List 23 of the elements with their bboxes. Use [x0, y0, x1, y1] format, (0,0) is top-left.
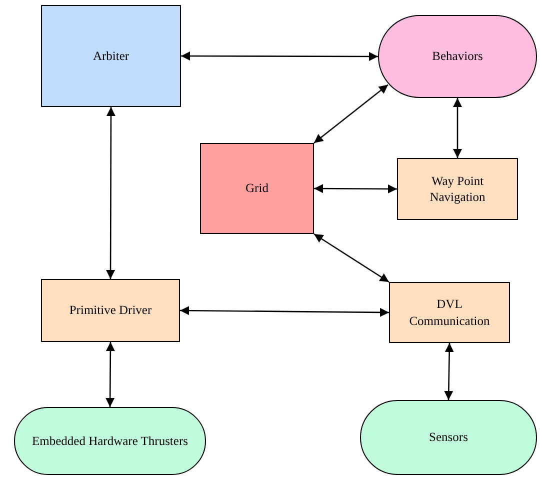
rounded-node	[378, 15, 537, 98]
double-arrow	[106, 107, 116, 279]
process-box	[397, 158, 518, 220]
double-arrow	[314, 84, 388, 144]
double-arrow	[181, 52, 378, 61]
double-arrow	[314, 233, 390, 283]
process-box	[389, 282, 510, 343]
node-label: Way Point Navigation	[428, 172, 486, 206]
node-label: Grid	[246, 180, 268, 197]
double-arrow	[453, 98, 462, 158]
process-box	[200, 143, 314, 234]
node-label: Primitive Driver	[69, 302, 152, 319]
node-label: Behaviors	[432, 48, 483, 65]
double-arrow	[314, 184, 397, 194]
node-label: Embedded Hardware Thrusters	[32, 432, 188, 450]
process-box	[41, 279, 180, 342]
double-arrow	[444, 342, 454, 400]
process-box	[41, 5, 181, 107]
node-label: DVL Communication	[408, 296, 491, 329]
node-label: Arbiter	[92, 48, 130, 64]
double-arrow	[180, 306, 389, 317]
double-arrow	[106, 342, 115, 407]
node-label: Sensors	[429, 429, 468, 446]
